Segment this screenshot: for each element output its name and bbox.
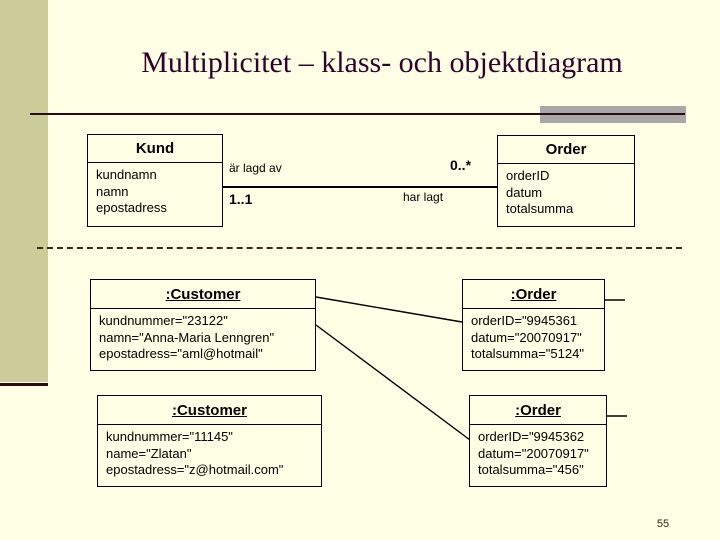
object-name-order-1: :Order	[463, 280, 604, 309]
association-label-top: är lagd av	[229, 161, 282, 175]
class-box-order[interactable]: Order orderID datum totalsumma	[497, 135, 635, 227]
multiplicity-left: 1..1	[229, 191, 253, 207]
title-underline-rule	[30, 113, 685, 115]
multiplicity-right: 0..*	[450, 157, 472, 173]
object-box-customer-1[interactable]: :Customer kundnummer="23122" namn="Anna-…	[90, 279, 316, 371]
class-attribute: epostadress	[96, 200, 167, 216]
object-box-order-1[interactable]: :Order orderID="9945361 datum="20070917"…	[462, 279, 605, 371]
object-name-customer-1: :Customer	[91, 280, 315, 309]
association-line	[222, 186, 498, 188]
decorative-sidebar	[0, 0, 48, 382]
class-attribute: kundnamn	[96, 167, 157, 182]
object-slot: datum="20070917"	[471, 329, 582, 345]
class-name-order: Order	[498, 136, 634, 164]
class-attribute: orderID	[506, 168, 550, 183]
object-slots-order-1: orderID="9945361 datum="20070917" totals…	[463, 309, 604, 363]
page-title: Multiplicitet – klass- och objektdiagram	[141, 46, 623, 79]
class-attributes-kund: kundnamn namn epostadress	[88, 163, 222, 217]
object-slot: kundnummer="11145"	[106, 429, 233, 444]
object-name-order-2: :Order	[470, 396, 606, 425]
class-box-kund[interactable]: Kund kundnamn namn epostadress	[87, 134, 223, 227]
object-slot: namn="Anna-Maria Lenngren"	[99, 329, 275, 345]
class-attributes-order: orderID datum totalsumma	[498, 164, 634, 218]
object-box-customer-2[interactable]: :Customer kundnummer="11145" name="Zlata…	[97, 395, 322, 487]
object-slots-customer-1: kundnummer="23122" namn="Anna-Maria Lenn…	[91, 309, 315, 363]
object-slot: orderID="9945362	[478, 429, 585, 444]
object-slot: orderID="9945361	[471, 313, 578, 328]
object-slot: kundnummer="23122"	[99, 313, 228, 328]
page-number: 55	[656, 518, 670, 530]
object-slots-order-2: orderID="9945362 datum="20070917" totals…	[470, 425, 606, 479]
class-attribute: datum	[506, 184, 543, 200]
object-slot: name="Zlatan"	[106, 445, 192, 461]
class-attribute: namn	[96, 183, 129, 199]
class-attribute: totalsumma	[506, 201, 574, 217]
object-slot: epostadress="aml@hotmail"	[99, 346, 263, 362]
decorative-sidebar-foot	[0, 383, 48, 386]
section-divider	[37, 247, 682, 249]
object-slot: totalsumma="456"	[478, 462, 584, 478]
object-slot: epostadress="z@hotmail.com"	[106, 462, 284, 478]
association-label-bottom: har lagt	[403, 190, 444, 204]
object-slot: totalsumma="5124"	[471, 346, 584, 362]
object-name-customer-2: :Customer	[98, 396, 321, 425]
object-box-order-2[interactable]: :Order orderID="9945362 datum="20070917"…	[469, 395, 607, 487]
class-name-kund: Kund	[88, 135, 222, 163]
object-slot: datum="20070917"	[478, 445, 589, 461]
object-slots-customer-2: kundnummer="11145" name="Zlatan" epostad…	[98, 425, 321, 479]
